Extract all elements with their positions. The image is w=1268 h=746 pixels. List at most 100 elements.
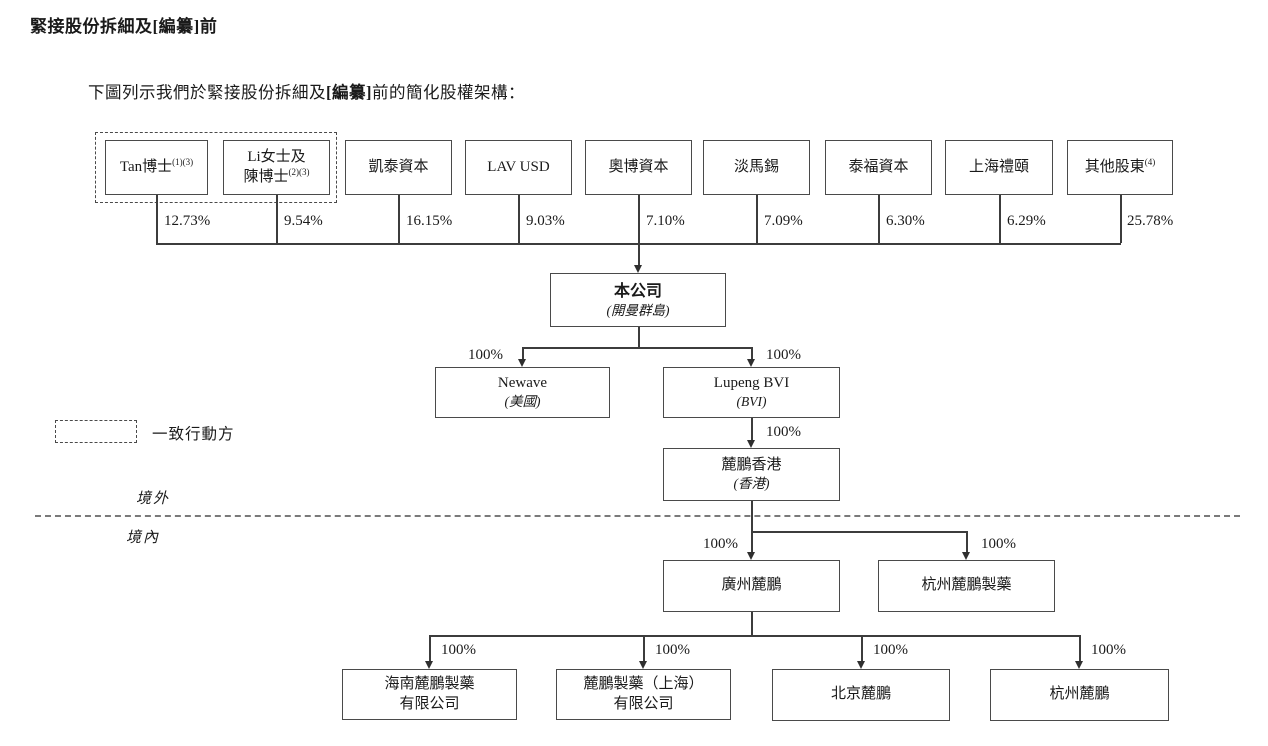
connector-line	[751, 531, 967, 533]
ownership-pct: 100%	[766, 424, 801, 440]
company-box: 本公司 (開曼群島)	[550, 273, 726, 327]
shareholder-name: 奧博資本	[608, 158, 669, 175]
legend-concert-party-swatch	[55, 420, 137, 443]
entity-name: 北京麓鵬	[830, 686, 891, 703]
connector-line	[751, 612, 753, 635]
ownership-pct: 9.54%	[284, 213, 323, 229]
page-title: 緊接股份拆細及[編纂]前	[30, 17, 218, 36]
concert-party-frame	[95, 132, 337, 203]
ownership-pct: 100%	[766, 347, 801, 363]
connector-line	[1079, 635, 1081, 662]
shareholder-name: 泰福資本	[848, 158, 909, 175]
entity-name: 杭州麓鵬製藥	[921, 577, 1012, 594]
shareholder-box-shanghai-liyi: 上海禮頤	[945, 140, 1053, 195]
shareholder-name: LAV USD	[487, 158, 550, 175]
connector-line	[522, 347, 752, 349]
connector-line	[522, 347, 524, 360]
shareholder-box-lav-usd: LAV USD	[465, 140, 572, 195]
entity-name: 杭州麓鵬	[1049, 686, 1110, 703]
hangzhou-box: 杭州麓鵬	[990, 669, 1169, 721]
legend-label: 一致行動方	[152, 426, 235, 443]
arrow-down-icon	[747, 359, 755, 367]
connector-line	[518, 195, 520, 243]
shareholder-box-tan: Tan博士(1)(3)	[105, 140, 208, 195]
entity-name-line2: 有限公司	[613, 695, 674, 712]
shareholder-name: Li女士及	[247, 148, 306, 165]
guangzhou-box: 廣州麓鵬	[663, 560, 840, 612]
newave-box: Newave (美國)	[435, 367, 610, 418]
connector-line	[429, 635, 1080, 637]
footnote-marker: (4)	[1144, 156, 1156, 167]
connector-line	[1120, 195, 1122, 243]
entity-name: 廣州麓鵬	[721, 577, 782, 594]
hainan-box: 海南麓鵬製藥 有限公司	[342, 669, 517, 720]
ownership-pct: 100%	[468, 347, 503, 363]
connector-line	[638, 243, 640, 266]
connector-line	[751, 501, 753, 531]
ownership-pct: 16.15%	[406, 213, 453, 229]
ownership-pct: 25.78%	[1127, 213, 1174, 229]
ownership-pct: 6.30%	[886, 213, 925, 229]
region-onshore-label: 境內	[126, 530, 161, 546]
arrow-down-icon	[747, 552, 755, 560]
arrow-down-icon	[857, 661, 865, 669]
entity-name: 海南麓鵬製藥	[384, 675, 475, 692]
connector-line	[638, 327, 640, 347]
shareholder-name-line2: 陳博士(2)(3)	[243, 166, 310, 185]
entity-name-line2: 有限公司	[399, 695, 460, 712]
company-jurisdiction: (開曼群島)	[606, 302, 670, 318]
ownership-pct: 100%	[981, 536, 1016, 552]
company-name: 本公司	[613, 282, 662, 300]
shareholder-box-temasek: 淡馬錫	[703, 140, 810, 195]
connector-line	[756, 195, 758, 243]
shareholder-name: 上海禮頤	[968, 158, 1029, 175]
ownership-pct: 100%	[873, 642, 908, 658]
shareholder-box-li-chen: Li女士及 陳博士(2)(3)	[223, 140, 330, 195]
shanghai-pharma-box: 麓鵬製藥（上海） 有限公司	[556, 669, 731, 720]
entity-jurisdiction: (美國)	[504, 394, 541, 410]
subtitle-redacted-tag: [編纂]	[326, 83, 372, 102]
ownership-pct: 12.73%	[164, 213, 211, 229]
offshore-onshore-divider	[35, 515, 1240, 517]
connector-line	[276, 195, 278, 243]
region-offshore-label: 境外	[136, 491, 171, 507]
shareholder-name: Tan博士(1)(3)	[119, 156, 194, 175]
footnote-marker: (2)(3)	[288, 166, 310, 177]
entity-name: Newave	[497, 374, 548, 391]
connector-line	[156, 195, 158, 243]
connector-line	[999, 195, 1001, 243]
shareholder-box-other: 其他股東(4)	[1067, 140, 1173, 195]
shareholder-box-taifu: 泰福資本	[825, 140, 932, 195]
connector-line	[643, 635, 645, 662]
hangzhou-pharma-box: 杭州麓鵬製藥	[878, 560, 1055, 612]
connector-line	[398, 195, 400, 243]
beijing-box: 北京麓鵬	[772, 669, 950, 721]
ownership-pct: 100%	[441, 642, 476, 658]
lupeng-bvi-box: Lupeng BVI (BVI)	[663, 367, 840, 418]
entity-jurisdiction: (BVI)	[736, 394, 767, 410]
entity-jurisdiction: (香港)	[733, 476, 770, 492]
ownership-pct: 7.09%	[764, 213, 803, 229]
connector-line	[751, 347, 753, 360]
ownership-pct: 9.03%	[526, 213, 565, 229]
arrow-down-icon	[1075, 661, 1083, 669]
connector-line	[878, 195, 880, 243]
arrow-down-icon	[747, 440, 755, 448]
connector-line	[966, 531, 968, 553]
arrow-down-icon	[634, 265, 642, 273]
entity-name: 麓鵬製藥（上海）	[583, 675, 704, 692]
shareholder-name: 其他股東(4)	[1084, 156, 1156, 175]
connector-line	[751, 418, 753, 441]
arrow-down-icon	[639, 661, 647, 669]
footnote-marker: (1)(3)	[172, 156, 194, 167]
connector-line	[861, 635, 863, 662]
shareholder-box-kaitai: 凱泰資本	[345, 140, 452, 195]
ownership-pct: 100%	[655, 642, 690, 658]
subtitle-pre: 下圖列示我們於緊接股份拆細及	[88, 83, 326, 102]
ownership-pct: 6.29%	[1007, 213, 1046, 229]
arrow-down-icon	[425, 661, 433, 669]
connector-line	[638, 195, 640, 243]
subtitle-post: 前的簡化股權架構：	[372, 83, 525, 102]
entity-name: 麓鵬香港	[721, 456, 782, 473]
